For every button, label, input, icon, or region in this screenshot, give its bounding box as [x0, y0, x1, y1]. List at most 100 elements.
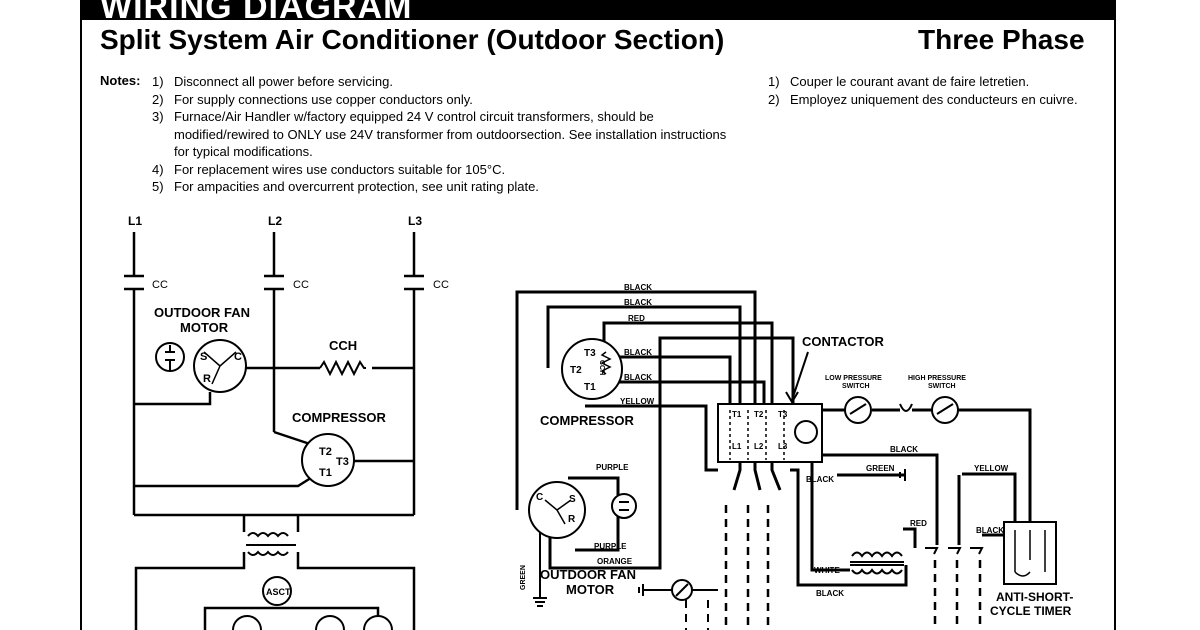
- terminal-connectors: [925, 547, 984, 555]
- pictorial-fan-label-2: MOTOR: [566, 582, 615, 597]
- note-number: 3): [152, 109, 164, 124]
- note-number: 2): [768, 91, 780, 107]
- fan-capacitor-plates: [165, 345, 175, 370]
- note-number: 4): [152, 161, 164, 177]
- wire-label-orange: ORANGE: [597, 557, 633, 566]
- wire-label-yellow-2: YELLOW: [974, 464, 1009, 473]
- compressor-wire-t2: [273, 430, 311, 446]
- pictorial-compressor-label: COMPRESSOR: [540, 413, 635, 428]
- pictorial-transformer-core: [850, 561, 904, 566]
- l2-label: L2: [268, 214, 282, 228]
- pictorial-fan-capacitor-plates: [619, 501, 629, 511]
- wire-label-green: GREEN: [866, 464, 895, 473]
- compressor-wire-t1: [134, 474, 315, 488]
- high-pressure-label-1: HIGH PRESSURE: [908, 375, 966, 382]
- comp-term-t3: T3: [336, 456, 349, 468]
- transformer-primary: [247, 532, 289, 538]
- control-wire: [134, 552, 416, 630]
- page-title: Split System Air Conditioner (Outdoor Se…: [100, 24, 725, 55]
- pictorial-fan-label-1: OUTDOOR FAN: [540, 567, 636, 582]
- compressor-label: COMPRESSOR: [292, 410, 387, 425]
- wire-label-black-1: BLACK: [624, 283, 652, 292]
- pictorial-labels: BLACK BLACK RED BLACK BLACK YELLOW T3 T2…: [520, 283, 1073, 618]
- note-text: For replacement wires use conductors sui…: [174, 161, 506, 177]
- wire-label-red-2: RED: [910, 519, 927, 528]
- cch-heater-coil: [600, 351, 612, 375]
- fan-term-r: R: [203, 373, 211, 385]
- wire-red-right: [903, 527, 917, 548]
- wire-black-t3: [546, 305, 742, 405]
- high-pressure-label-2: SWITCH: [928, 383, 956, 390]
- ladder-components: [155, 339, 393, 630]
- cc-label-l3: CC: [433, 279, 449, 291]
- note-item: 5)For ampacities and overcurrent protect…: [152, 178, 734, 196]
- ladder-labels: L1 L2 L3 CC CC CC OUTDOOR FAN MOTOR S C …: [128, 214, 449, 597]
- compressor-circle: [301, 433, 355, 487]
- bottom-component-2: [315, 615, 345, 630]
- fan-motor-wire-l1: [134, 392, 212, 406]
- control-wire-inner: [203, 606, 380, 630]
- note-text: For supply connections use copper conduc…: [174, 91, 473, 107]
- header-banner: WIRING DIAGRAM: [80, 0, 1116, 20]
- timer-internals: [1014, 530, 1046, 577]
- wire-label-black-8: BLACK: [816, 589, 844, 598]
- ladder-diagram: [124, 232, 424, 630]
- wire-label-black-5: BLACK: [890, 445, 918, 454]
- note-text: For ampacities and overcurrent protectio…: [174, 179, 539, 194]
- fan-capacitor: [155, 342, 185, 372]
- wire-yellow: [585, 404, 718, 472]
- pictorial-fan-term-c: C: [536, 492, 543, 503]
- fan-term-c: C: [234, 351, 242, 363]
- pictorial-transformer-primary: [851, 551, 903, 558]
- wire-label-yellow: YELLOW: [620, 397, 655, 406]
- note-item: 1)Disconnect all power before servicing.: [152, 73, 734, 91]
- pictorial-transformer-secondary: [851, 568, 903, 575]
- frame-left-border: [80, 0, 82, 630]
- notes-list: 1)Disconnect all power before servicing.…: [152, 73, 734, 196]
- pictorial-comp-t1: T1: [584, 382, 596, 393]
- asct-circle: [262, 576, 292, 606]
- wire-black-right: [822, 453, 939, 545]
- ladder-bottom-wire: [134, 513, 414, 532]
- note-text: Disconnect all power before servicing.: [174, 74, 393, 89]
- pictorial-fan-term-r: R: [568, 514, 576, 525]
- l3-label: L3: [408, 214, 422, 228]
- pictorial-fan-capacitor: [611, 493, 637, 519]
- cc-contact-l2: [264, 274, 284, 291]
- low-pressure-label-2: SWITCH: [842, 383, 870, 390]
- low-pressure-switch-blade: [849, 403, 867, 415]
- fan-motor-windings: [203, 351, 237, 385]
- wire-black-t2: [618, 355, 732, 405]
- contactor-coil: [794, 420, 818, 444]
- contactor-term-l3: L3: [778, 442, 788, 451]
- inline-switch-blade: [675, 583, 689, 597]
- wire-black-t1: [618, 380, 766, 405]
- contactor-arrow: [785, 351, 809, 404]
- contactor-label: CONTACTOR: [802, 334, 884, 349]
- contactor-term-t1: T1: [732, 410, 742, 419]
- pictorial-components: [528, 338, 1057, 607]
- contactor-term-l2: L2: [754, 442, 764, 451]
- ground-symbol-fan: [533, 597, 547, 607]
- ground-symbol-switch: [638, 584, 644, 596]
- wire-label-white: WHITE: [814, 566, 840, 575]
- note-fr-item: 1) Couper le courant avant de faire letre…: [768, 73, 1078, 91]
- high-pressure-switch-blade: [936, 403, 954, 415]
- frame-right-border: [1114, 0, 1116, 630]
- cc-label-l2: CC: [293, 279, 309, 291]
- contactor-term-t2: T2: [754, 410, 764, 419]
- note-item: 4) For replacement wires use conductors s…: [152, 161, 734, 179]
- transformer-secondary: [247, 550, 289, 556]
- ground-symbol-green: [895, 469, 906, 481]
- contactor-contacts: [729, 410, 785, 460]
- pressure-loop: [899, 403, 913, 412]
- pictorial-comp-t3: T3: [584, 348, 596, 359]
- wire-red: [602, 321, 774, 405]
- note-number: 1): [768, 74, 780, 89]
- bottom-component-1: [232, 615, 262, 630]
- l1-label: L1: [128, 214, 142, 228]
- note-item: 3)Furnace/Air Handler w/factory equipped…: [152, 108, 734, 161]
- note-text: Couper le courant avant de faire letreti…: [790, 74, 1030, 89]
- fan-motor-label-1: OUTDOOR FAN: [154, 305, 250, 320]
- contactor-term-t3: T3: [778, 410, 788, 419]
